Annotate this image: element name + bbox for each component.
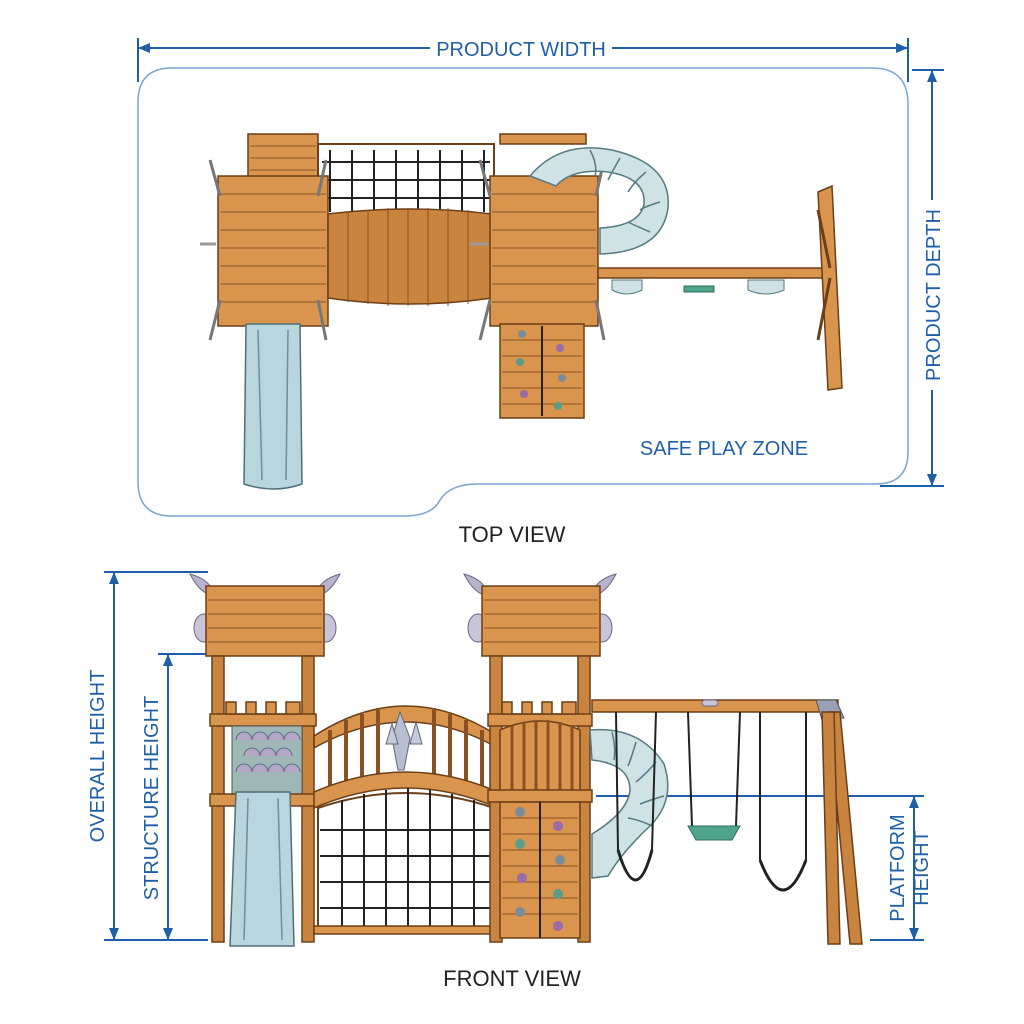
product-depth-dimension: PRODUCT DEPTH [880, 69, 945, 487]
overall-height-label: OVERALL HEIGHT [87, 670, 109, 843]
front-view: OVERALL HEIGHT STRUCTURE HEIGHT PLATFORM… [87, 571, 933, 991]
climbing-wall-top [499, 323, 585, 419]
left-ladder-top [247, 133, 319, 179]
swing-beam-top [597, 184, 843, 391]
top-view-caption: TOP VIEW [459, 522, 566, 547]
top-climbing-net [317, 143, 495, 215]
overall-height-dimension: OVERALL HEIGHT [87, 571, 208, 941]
right-tower-roof [470, 133, 606, 341]
bridge-arch [313, 705, 499, 810]
left-slide-front [229, 791, 295, 947]
structure-height-label: STRUCTURE HEIGHT [141, 696, 163, 900]
structure-height-dimension: STRUCTURE HEIGHT [141, 653, 208, 940]
front-view-caption: FRONT VIEW [443, 966, 581, 991]
safe-play-zone-label: SAFE PLAY ZONE [640, 438, 808, 460]
product-width-dimension: PRODUCT WIDTH [137, 38, 909, 82]
safe-play-zone-outline [137, 67, 909, 517]
product-width-label: PRODUCT WIDTH [436, 39, 606, 61]
platform-height-dimension: PLATFORM HEIGHT [596, 795, 933, 941]
left-tower [189, 573, 341, 943]
tube-slide-front [589, 728, 669, 879]
top-view: PRODUCT WIDTH PRODUCT DEPTH SAFE PLAY ZO… [137, 38, 945, 547]
bridge-top [327, 208, 493, 306]
swing-set-front [591, 699, 863, 945]
product-depth-label: PRODUCT DEPTH [923, 209, 945, 381]
climbing-wall-front [499, 801, 581, 939]
right-tower [463, 573, 617, 943]
platform-height-label-line2: HEIGHT [911, 830, 933, 906]
tube-slide-top [528, 147, 669, 255]
platform-height-label-line1: PLATFORM [887, 814, 909, 921]
left-slide-top [243, 323, 303, 490]
left-tower-roof [200, 159, 329, 341]
front-climbing-net [313, 788, 495, 935]
